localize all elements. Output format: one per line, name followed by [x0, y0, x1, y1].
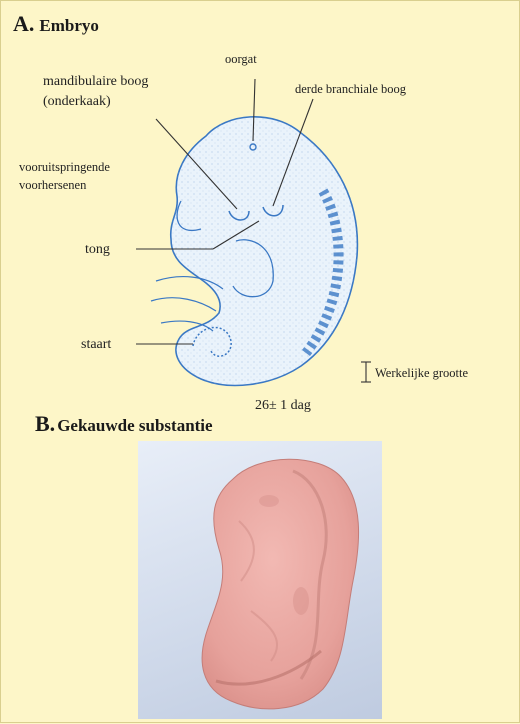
- figure-panel: A.Embryo: [0, 0, 520, 723]
- gum-photo: [1, 1, 520, 724]
